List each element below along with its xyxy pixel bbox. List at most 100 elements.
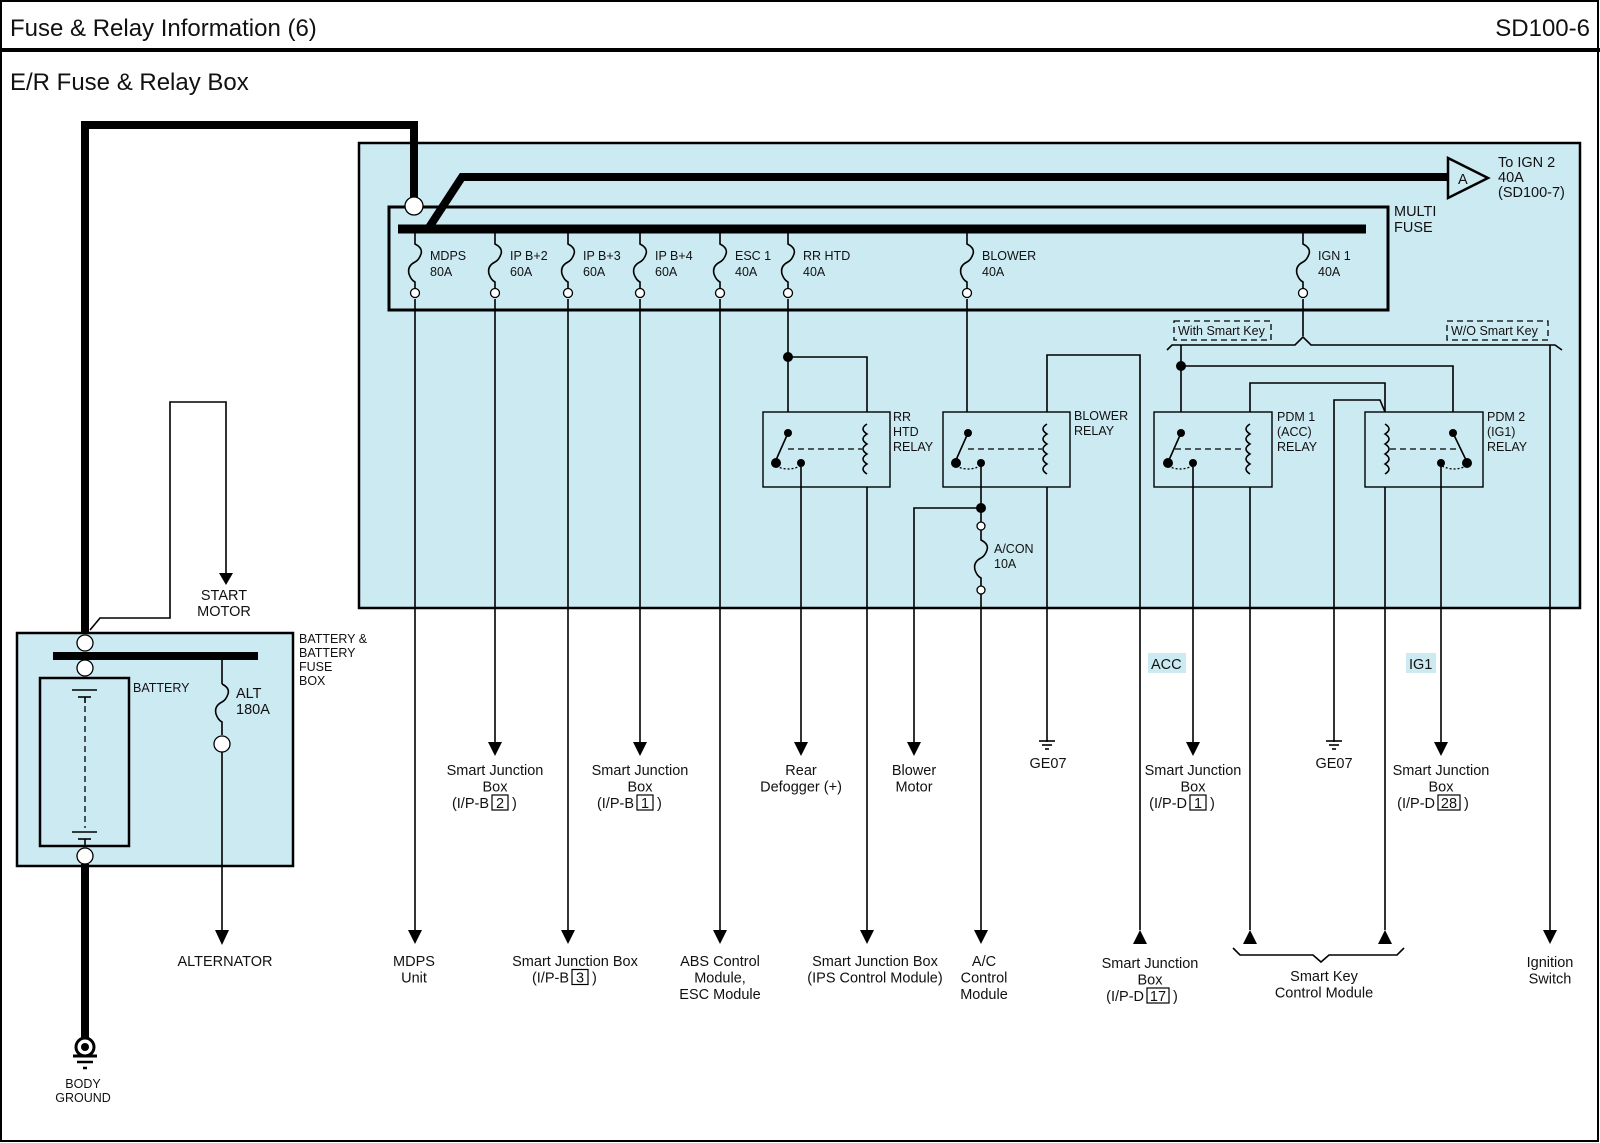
battery-terminal	[404, 196, 424, 216]
destination: Smart Junction Box(IPS Control Module)	[807, 954, 942, 987]
pdm1-relay-label-3: RELAY	[1277, 440, 1318, 454]
arrow-down-icon	[974, 930, 988, 944]
arrow-up-icon	[1378, 930, 1392, 944]
fuse-name: ESC 1	[735, 249, 771, 263]
wire-start-motor	[89, 401, 227, 631]
fuse-terminal	[714, 287, 726, 299]
fuse-terminal	[1297, 287, 1309, 299]
pdm2-relay-label-1: PDM 2	[1487, 410, 1525, 424]
pin-box	[1437, 794, 1461, 811]
arrow-down-icon	[713, 930, 727, 944]
rr-htd-relay	[762, 411, 891, 488]
destination-label: Defogger (+)	[760, 780, 842, 796]
alternator-arrow-icon	[215, 930, 229, 945]
fuse-icon	[560, 233, 576, 288]
pin-suffix: )	[657, 796, 662, 812]
fuse-terminal	[634, 287, 646, 299]
fuse-rating: 80A	[430, 265, 453, 279]
destination-label: Motor	[895, 780, 932, 796]
fuse-rating: 60A	[510, 265, 533, 279]
wire-pdm2-coil-ground	[1333, 399, 1386, 742]
alt-fuse-rating: 180A	[236, 702, 270, 718]
section-title: E/R Fuse & Relay Box	[10, 69, 249, 96]
fuse-icon	[407, 233, 423, 288]
pin-number: 28	[1441, 796, 1457, 812]
destination-label: Box	[483, 780, 509, 796]
destination-label: Switch	[1529, 972, 1572, 988]
fuse-icon	[632, 233, 648, 288]
wire-blower-motor	[913, 507, 981, 742]
multi-fuse-block	[387, 205, 1390, 312]
page-title: Fuse & Relay Information (6)	[10, 15, 317, 42]
with-smart-key-box	[1173, 320, 1272, 341]
arrow-down-icon	[1434, 742, 1448, 756]
blower-relay-label-1: BLOWER	[1074, 409, 1128, 423]
pin-prefix: (I/P-B	[597, 796, 634, 812]
battery-label: BATTERY	[133, 681, 190, 695]
pin-box	[1189, 794, 1207, 811]
wire-rrhtd-coil	[788, 356, 868, 930]
arrow-down-icon	[794, 742, 808, 756]
fuse-terminal	[409, 287, 421, 299]
with-smart-key-label: With Smart Key	[1178, 324, 1266, 338]
pin-prefix: (I/P-D	[1149, 796, 1187, 812]
acon-fuse-icon	[973, 530, 989, 586]
arrow-down-icon	[907, 742, 921, 756]
fuse-rating: 40A	[803, 265, 826, 279]
fuse-name: IP B+2	[510, 249, 548, 263]
battery-terminal-2	[76, 659, 94, 677]
pdm2-relay-label-2: (IG1)	[1487, 425, 1515, 439]
battery-positive-terminal	[76, 634, 94, 652]
pin-box	[636, 794, 654, 811]
destination-label: Blower	[892, 763, 936, 779]
destination-label: Box	[1429, 780, 1455, 796]
pin-box	[1146, 987, 1170, 1004]
body-ground-label-2: GROUND	[55, 1091, 111, 1105]
fuse-name: MDPS	[430, 249, 466, 263]
arrow-down-icon	[860, 930, 874, 944]
arrow-down-icon	[633, 742, 647, 756]
destination-arrow	[408, 930, 422, 944]
pdm1-relay-label-1: PDM 1	[1277, 410, 1315, 424]
destination-label: Smart Junction	[1145, 763, 1242, 779]
pin-prefix: (I/P-D	[1106, 989, 1144, 1005]
alt-fuse-icon	[214, 683, 230, 735]
destination-label: MDPS	[393, 954, 435, 970]
destination-arrow	[860, 930, 874, 944]
pin-box	[571, 968, 589, 986]
smart-key-module-brace	[1232, 947, 1405, 964]
rr-htd-relay-label-1: RR	[893, 410, 911, 424]
fuse-name: RR HTD	[803, 249, 850, 263]
pin-prefix: (I/P-B	[452, 796, 489, 812]
pin-suffix: )	[592, 971, 597, 987]
destination-label: ESC Module	[679, 987, 760, 1003]
acon-fuse-terminal-top	[976, 521, 986, 531]
destination-label: Smart Junction	[447, 763, 544, 779]
destination-arrow	[561, 930, 575, 944]
pin-suffix: )	[512, 796, 517, 812]
destination-label: Control	[961, 971, 1008, 987]
body-ground-label-1: BODY	[65, 1077, 101, 1091]
pdm1-relay-label-2: (ACC)	[1277, 425, 1312, 439]
arrow-down-icon	[1186, 742, 1200, 756]
destination-label: Box	[1138, 973, 1164, 989]
fuse-terminal	[562, 287, 574, 299]
fuse-terminal	[489, 287, 501, 299]
wire-pdm-coil-smart-key	[1249, 382, 1386, 930]
arrow-down-icon	[488, 742, 502, 756]
fuse-terminal	[961, 287, 973, 299]
pdm1-relay	[1153, 411, 1273, 488]
fuse-name: IP B+4	[655, 249, 693, 263]
battery-box-label-2: BATTERY	[299, 646, 356, 660]
connector-line-2: 40A	[1498, 170, 1524, 186]
pdm2-relay	[1364, 411, 1484, 488]
destination-label: Rear	[785, 763, 817, 779]
arrow-up-icon	[1243, 930, 1257, 944]
pdm2-relay-label-3: RELAY	[1487, 440, 1528, 454]
